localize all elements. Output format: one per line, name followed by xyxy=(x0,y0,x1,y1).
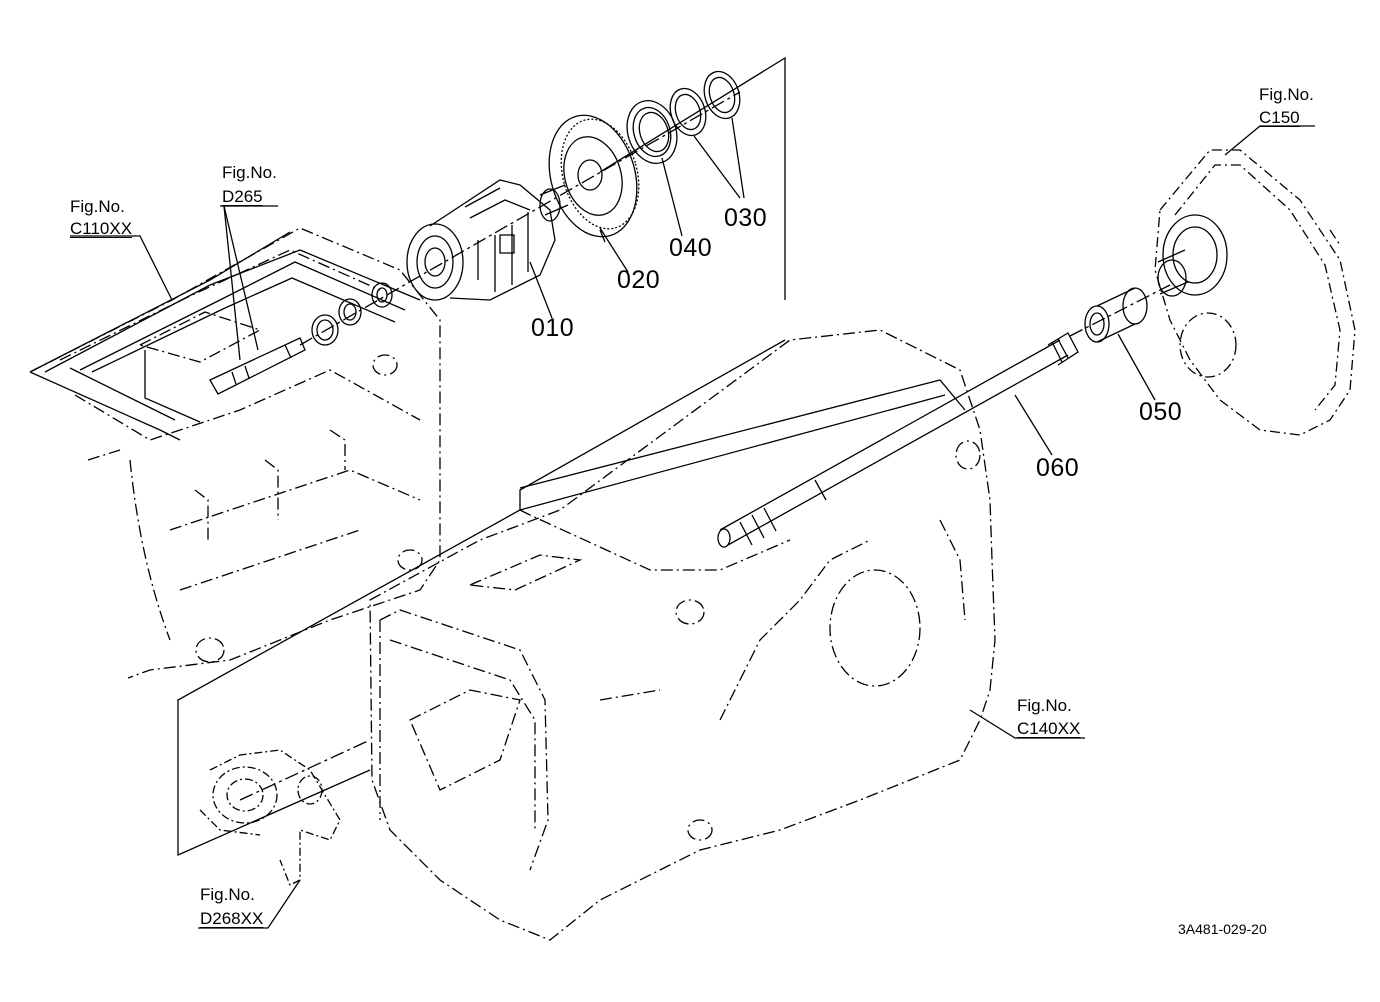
document-id: 3A481-029-20 xyxy=(1178,921,1267,937)
part-label-040: 040 xyxy=(669,234,713,262)
axis-line-output xyxy=(240,740,370,800)
differential-assembly-010 xyxy=(407,180,568,300)
shaft-060 xyxy=(718,285,1170,547)
fig-ref-c150-line1: Fig.No. xyxy=(1259,85,1314,104)
fig-ref-c140-line1: Fig.No. xyxy=(1017,696,1072,715)
right-cover-bearing xyxy=(1158,215,1227,296)
fig-ref-d265-number: D265 xyxy=(222,187,263,206)
axis-line-diff xyxy=(300,92,740,345)
fig-ref-c110-line1: Fig.No. xyxy=(70,197,125,216)
part-label-010: 010 xyxy=(531,314,575,342)
collar-050 xyxy=(1085,288,1147,342)
fig-ref-c110-number: C110XX xyxy=(70,219,133,238)
leader-lines xyxy=(530,118,1155,455)
exploded-view-planes xyxy=(178,58,785,855)
right-cover xyxy=(1155,150,1355,435)
center-transmission-case xyxy=(370,330,995,940)
ring-gear-020 xyxy=(536,105,651,247)
fig-ref-c140-number: C140XX xyxy=(1017,719,1081,738)
output-flange xyxy=(200,750,340,885)
fig-ref-c150-number: C150 xyxy=(1259,108,1300,127)
part-label-030: 030 xyxy=(724,204,768,232)
shims-030 xyxy=(664,67,745,140)
part-label-020: 020 xyxy=(617,266,661,294)
fig-ref-d265-line1: Fig.No. xyxy=(222,163,277,182)
center-case-top-edge xyxy=(520,380,965,510)
left-transmission-case xyxy=(30,228,440,678)
figure-ref-leaders xyxy=(70,126,1315,928)
shift-rod-assembly xyxy=(210,283,392,394)
fig-ref-d268-number: D268XX xyxy=(200,909,264,928)
part-label-050: 050 xyxy=(1139,398,1183,426)
fig-ref-d268-line1: Fig.No. xyxy=(200,885,255,904)
part-label-060: 060 xyxy=(1036,454,1080,482)
left-case-top-frame xyxy=(30,232,420,440)
